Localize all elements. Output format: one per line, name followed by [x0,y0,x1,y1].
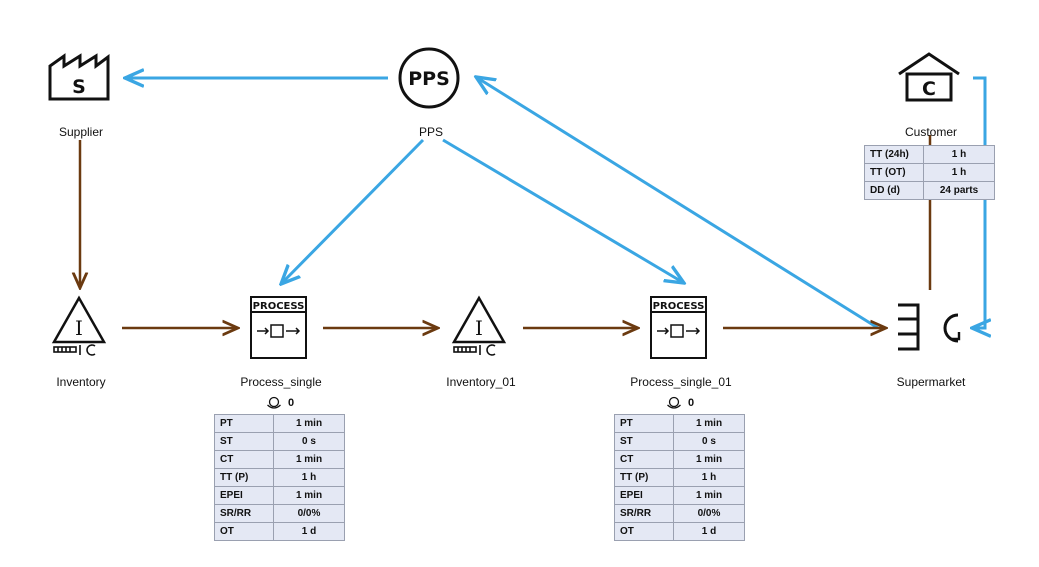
data-value: 0/0% [273,504,345,523]
supplier-factory-icon[interactable]: S [48,53,110,101]
info-flow-supermarket-to-pps[interactable] [476,77,879,330]
data-value: 1 h [673,468,745,487]
svg-text:C: C [922,78,936,100]
data-value: 1 min [273,450,345,469]
data-row: TT (24h)1 h [864,145,995,164]
info-flow-pps-to-process-single-01[interactable] [442,138,684,283]
data-row: DD (d)24 parts [864,181,995,200]
svg-text:PPS: PPS [408,68,450,90]
data-key: DD (d) [864,181,924,200]
inventory-label: Inventory [56,375,106,389]
info-flow-customer-to-supermarket[interactable] [972,76,985,328]
data-key: SR/RR [214,504,274,523]
customer-house-icon[interactable]: C [898,52,960,102]
svg-text:PROCESS: PROCESS [653,301,705,312]
data-value: 1 h [923,163,995,182]
fifo-lane-icon [453,344,496,356]
inventory-triangle-icon[interactable]: I [451,295,507,356]
svg-text:I: I [475,316,483,340]
operator-count-value: 0 [288,397,295,409]
operator-icon [267,396,281,409]
pps-circle-icon[interactable]: PPS [398,47,460,109]
fifo-lane-icon [53,344,96,356]
data-row: TT (OT)1 h [864,163,995,182]
operator-count-value: 0 [688,397,695,409]
svg-text:PROCESS: PROCESS [253,301,305,312]
process-box-icon[interactable]: PROCESS [650,296,707,359]
data-value: 1 d [673,522,745,541]
data-key: ST [214,432,274,451]
supermarket-icon[interactable] [898,303,961,351]
data-row: TT (P)1 h [214,468,345,487]
supermarket-label: Supermarket [896,375,966,389]
material-flows [80,135,932,328]
process-single-01-label: Process_single_01 [630,375,732,389]
data-key: EPEI [614,486,674,505]
inventory-triangle-icon[interactable]: I [51,295,107,356]
data-key: TT (24h) [864,145,924,164]
data-value: 0/0% [673,504,745,523]
data-value: 1 min [673,486,745,505]
operator-count: 0 [666,396,694,410]
data-value: 1 min [273,486,345,505]
data-key: TT (P) [214,468,274,487]
information-flows [125,77,985,328]
data-key: CT [614,450,674,469]
data-key: TT (P) [614,468,674,487]
data-value: 0 s [273,432,345,451]
data-key: PT [214,414,274,433]
operator-icon [667,396,681,409]
data-value: 24 parts [923,181,995,200]
customer-label: Customer [904,125,957,139]
data-value: 1 min [673,450,745,469]
operator-count: 0 [266,396,294,410]
data-value: 0 s [673,432,745,451]
data-value: 1 h [273,468,345,487]
svg-text:S: S [72,76,86,98]
process-box-icon[interactable]: PROCESS [250,296,307,359]
supplier-label: Supplier [58,125,104,139]
info-flow-pps-to-process-single[interactable] [281,138,425,284]
data-key: EPEI [214,486,274,505]
svg-text:I: I [75,316,83,340]
data-key: PT [614,414,674,433]
data-key: SR/RR [614,504,674,523]
inventory-01-label: Inventory_01 [446,375,516,389]
data-key: OT [614,522,674,541]
pps-label: PPS [418,125,443,139]
customer-data-box: TT (24h)1 h TT (OT)1 h DD (d)24 parts [864,145,995,200]
data-key: CT [214,450,274,469]
data-key: OT [214,522,274,541]
data-value: 1 h [923,145,995,164]
data-value: 1 d [273,522,345,541]
data-key: TT (OT) [864,163,924,182]
data-key: ST [614,432,674,451]
process-single-label: Process_single [240,375,322,389]
data-value: 1 min [273,414,345,433]
data-value: 1 min [673,414,745,433]
data-row: TT (P)1 h [614,468,745,487]
